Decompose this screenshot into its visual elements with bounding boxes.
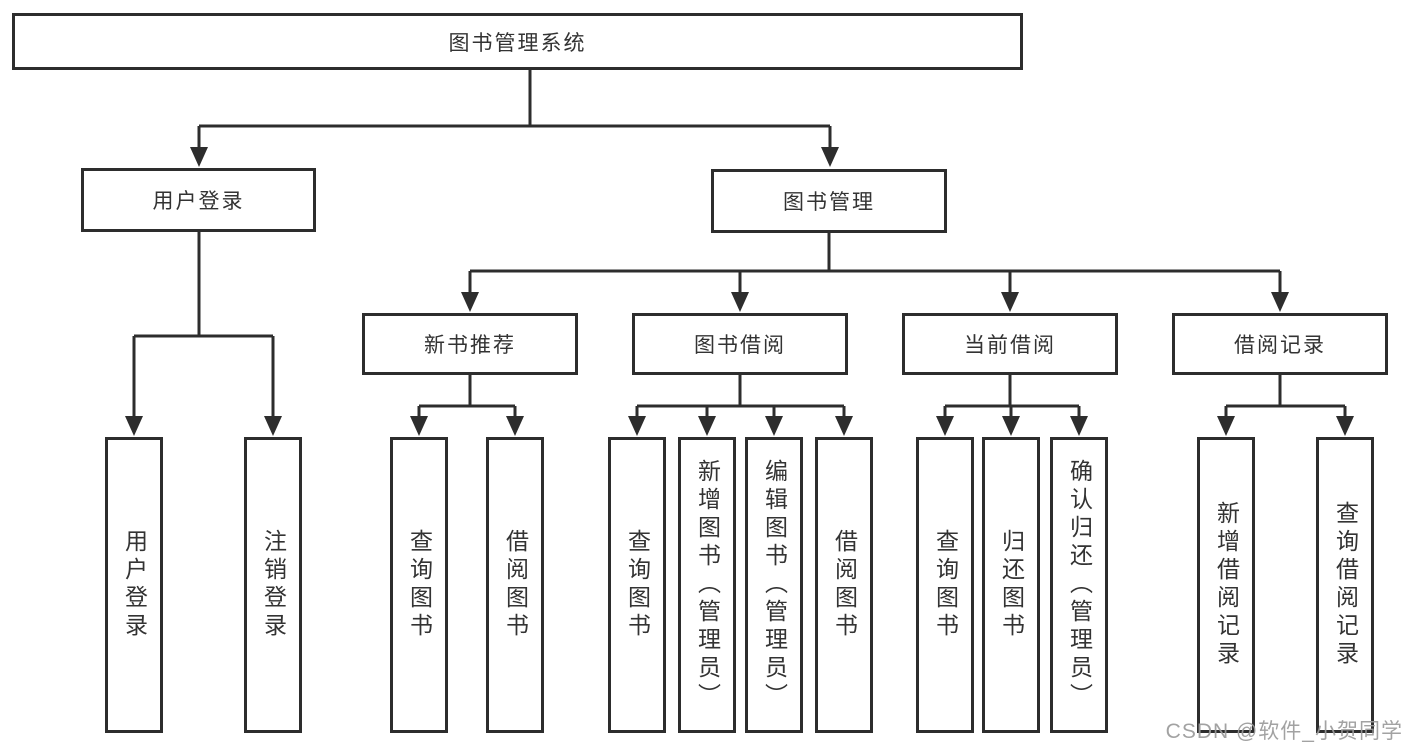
connector-borrow-records-children [1217,375,1354,436]
node-root-label: 图书管理系统 [448,31,587,55]
node-leaf-nbr-query-book: 查询图书 [390,437,448,733]
leaf-label: 确认归还（管理员） [1066,459,1093,711]
node-leaf-nbr-borrow-book: 借阅图书 [486,437,544,733]
leaf-label: 新增图书（管理员） [694,459,721,711]
leaf-label: 查询图书 [932,529,959,641]
leaf-label: 查询图书 [406,529,433,641]
node-new-book-recommend-label: 新书推荐 [424,334,516,357]
leaf-label: 查询图书 [624,529,651,641]
node-new-book-recommend: 新书推荐 [362,313,578,375]
node-leaf-bb-query-book: 查询图书 [608,437,666,733]
node-leaf-bb-borrow-book: 借阅图书 [815,437,873,733]
node-current-borrow: 当前借阅 [902,313,1118,375]
connector-book-borrow-children [628,375,853,436]
leaf-label: 编辑图书（管理员） [761,459,788,711]
node-book-management-label: 图书管理 [783,191,875,214]
node-book-borrow-label: 图书借阅 [694,334,786,357]
leaf-label: 注销登录 [260,529,287,641]
leaf-label: 借阅图书 [831,529,858,641]
csdn-watermark: CSDN @软件_小贺同学 [1165,720,1403,743]
leaf-label: 归还图书 [998,529,1025,641]
leaf-label: 用户登录 [121,529,148,641]
node-leaf-br-query-record: 查询借阅记录 [1316,437,1374,733]
node-borrow-records-label: 借阅记录 [1234,334,1326,357]
node-current-borrow-label: 当前借阅 [964,334,1056,357]
leaf-label: 查询借阅记录 [1332,501,1359,669]
connector-current-borrow-children [936,375,1088,436]
node-leaf-user-login: 用户登录 [105,437,163,733]
node-book-management: 图书管理 [711,169,947,233]
node-user-login-label: 用户登录 [152,190,245,213]
node-book-borrow: 图书借阅 [632,313,848,375]
node-leaf-br-add-record: 新增借阅记录 [1197,437,1255,733]
connector-user-login-children [125,232,282,436]
node-leaf-logout: 注销登录 [244,437,302,733]
leaf-label: 借阅图书 [502,529,529,641]
node-leaf-cb-confirm-return: 确认归还（管理员） [1050,437,1108,733]
node-leaf-bb-add-book: 新增图书（管理员） [678,437,736,733]
node-leaf-cb-return-book: 归还图书 [982,437,1040,733]
connector-new-book-recommend-children [410,375,524,436]
node-user-login: 用户登录 [81,168,316,232]
leaf-label: 新增借阅记录 [1213,501,1240,669]
node-leaf-bb-edit-book: 编辑图书（管理员） [745,437,803,733]
node-leaf-cb-query-book: 查询图书 [916,437,974,733]
connector-root-to-level2 [190,69,839,167]
node-borrow-records: 借阅记录 [1172,313,1388,375]
connector-book-management-children [461,233,1289,312]
node-root: 图书管理系统 [12,13,1023,70]
